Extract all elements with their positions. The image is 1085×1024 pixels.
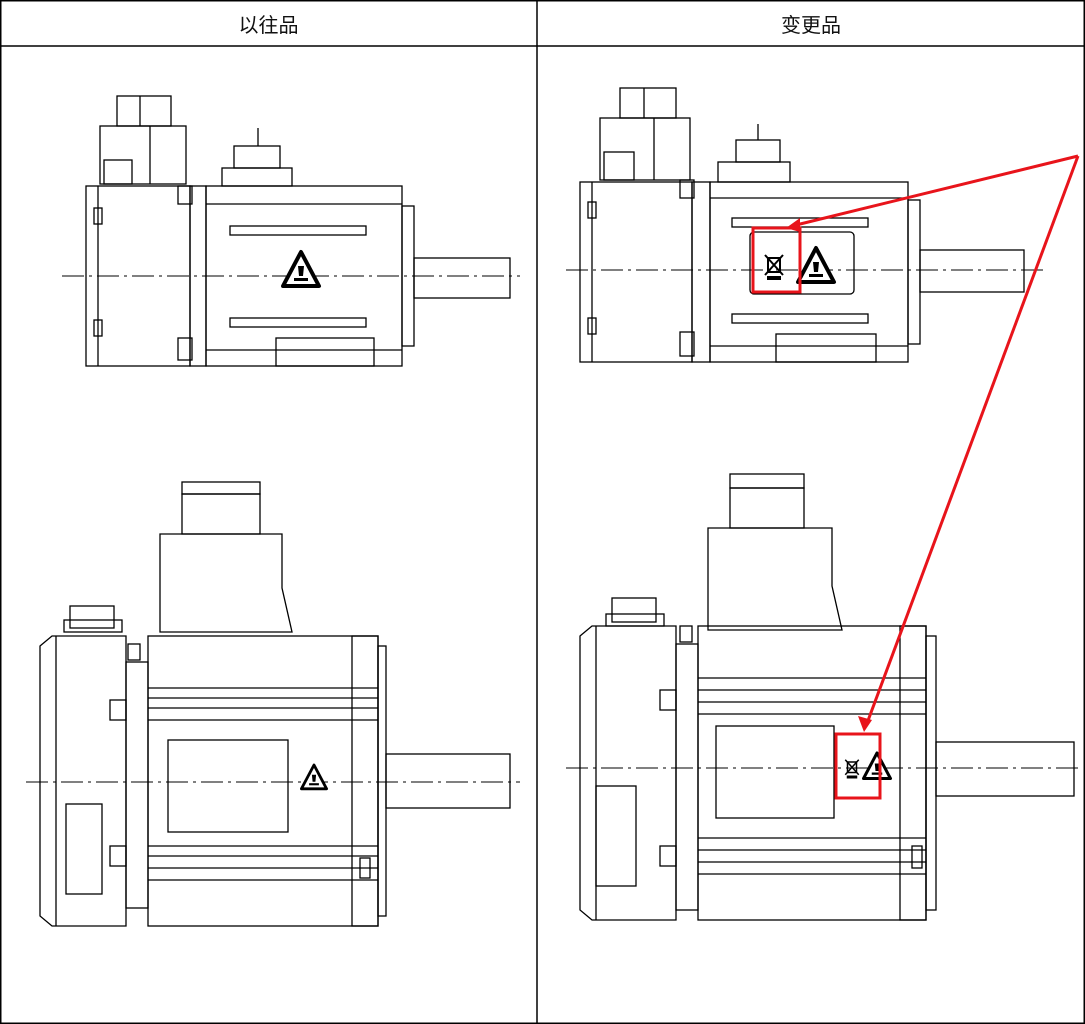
callout-arrow-large — [864, 155, 1080, 727]
motor-small-previous — [62, 95, 520, 367]
motor-small-changed — [566, 87, 1044, 363]
arrowhead-large — [858, 716, 872, 732]
arrowhead-small — [786, 218, 800, 232]
motor-large-previous — [26, 481, 520, 927]
callout-box-large — [834, 732, 882, 800]
hot-surface-warning-icon-large — [299, 763, 329, 791]
motor-large-changed — [566, 473, 1080, 921]
callout-annotations — [751, 154, 1080, 800]
hot-surface-warning-icon-changed-large — [862, 751, 892, 780]
hot-surface-warning-icon — [281, 250, 321, 288]
callout-arrow-small — [791, 154, 1079, 228]
crossed-out-bin-icon — [764, 254, 784, 281]
callout-box-small — [751, 226, 802, 294]
column-header-previous: 以往品 — [238, 12, 299, 37]
hot-surface-warning-icon-changed — [796, 246, 836, 284]
crossed-out-bin-icon-large — [844, 759, 860, 780]
column-header-changed: 变更品 — [781, 12, 841, 37]
